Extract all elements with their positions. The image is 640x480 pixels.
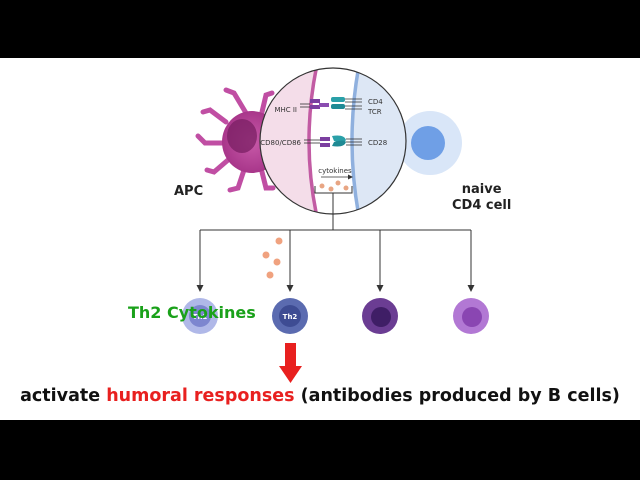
arrow-th2 — [286, 285, 294, 292]
cell-3 — [362, 298, 398, 334]
th1-cell: Th1 — [182, 298, 218, 334]
apc-label: APC — [174, 184, 204, 199]
differentiation-tree — [199, 193, 472, 285]
cd80-label: CD80/CD86 — [260, 139, 301, 147]
caption-post: (antibodies produced by B cells) — [294, 386, 620, 406]
caption-highlight: humoral responses — [106, 386, 295, 406]
th2-cytokines-label: Th2 Cytokines — [128, 303, 256, 322]
apc-nucleus — [227, 119, 257, 153]
th2-cell: Th2 — [272, 298, 308, 334]
red-down-arrow — [279, 343, 302, 383]
th2-cytokine-dots — [262, 237, 283, 279]
th1-label: Th1 — [193, 313, 208, 321]
cd28-label: CD28 — [368, 139, 387, 147]
naive-cd4-cell — [398, 111, 462, 175]
cytokines-label: cytokines — [318, 167, 352, 175]
slide-area: MHC II CD4 TCR CD80/CD86 CD28 cytokines … — [0, 58, 640, 420]
caption-pre: activate — [20, 386, 107, 406]
naive-line1: naive — [461, 182, 502, 197]
naive-line2: CD4 cell — [452, 198, 512, 213]
costim-complex — [304, 135, 362, 147]
arrow-cell4 — [467, 285, 475, 292]
mhc-label: MHC II — [274, 106, 297, 114]
cd4-label: CD4 — [368, 98, 383, 106]
cell-4 — [453, 298, 489, 334]
arrow-th1 — [196, 285, 204, 292]
arrow-cell3 — [376, 285, 384, 292]
tcr-label: TCR — [367, 108, 382, 116]
immune-diagram: MHC II CD4 TCR CD80/CD86 CD28 cytokines … — [182, 67, 489, 383]
caption: activate humoral responses (antibodies p… — [0, 386, 640, 406]
naive-cd4-label: naive CD4 cell — [452, 182, 511, 214]
th2-label: Th2 — [283, 313, 298, 321]
mhc-tcr-complex — [300, 97, 362, 110]
synapse-zoom: MHC II CD4 TCR CD80/CD86 CD28 cytokines — [259, 67, 407, 215]
